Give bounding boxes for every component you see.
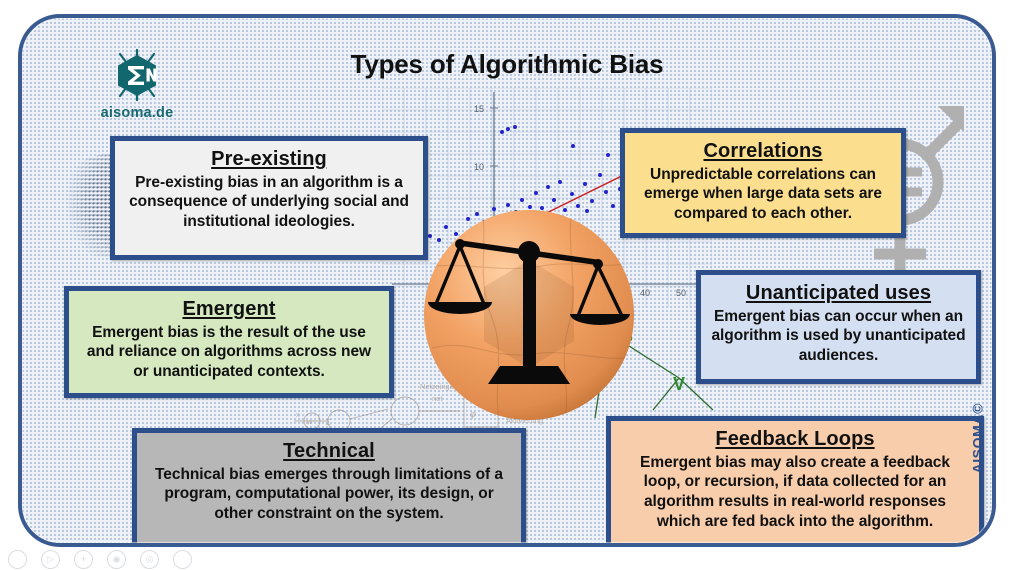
svg-text:10: 10 (532, 288, 542, 298)
svg-text:5: 5 (482, 220, 487, 230)
svg-text:NP: NP (581, 373, 605, 392)
aisoma-copyright-watermark: AISOMA© (970, 403, 986, 474)
svg-text:w: w (307, 419, 313, 426)
card-body: Unpredictable correlations can emerge wh… (644, 165, 882, 222)
blank-icon (173, 550, 192, 569)
svg-text:10: 10 (474, 162, 484, 172)
play-icon: ▷ (41, 550, 60, 569)
card-body: Emergent bias is the result of the use a… (86, 323, 372, 380)
svg-text:V: V (673, 374, 685, 394)
svg-text:Netzeingabe: Netzeingabe (420, 382, 462, 391)
svg-text:S: S (621, 326, 633, 346)
card-heading: Emergent (182, 298, 276, 320)
card-heading: Technical (283, 440, 375, 462)
svg-text:30: 30 (604, 288, 614, 298)
card-pre-existing[interactable]: Pre-existing Pre-existing bias in an alg… (110, 136, 428, 260)
svg-text:φ: φ (470, 409, 476, 419)
card-heading: Unanticipated uses (745, 282, 932, 304)
card-body: Technical bias emerges through limitatio… (155, 465, 503, 522)
svg-text:Aktivierung: Aktivierung (506, 416, 543, 425)
card-body: Pre-existing bias in an algorithm is a c… (129, 173, 409, 230)
card-body: Emergent bias may also create a feedback… (640, 453, 950, 530)
svg-text:Σ: Σ (326, 418, 331, 427)
svg-text:50: 50 (676, 288, 686, 298)
globe-icon: ◉ (107, 550, 126, 569)
footer-icon-strip: ▷ + ◉ ◎ (8, 550, 192, 569)
aisoma-hexagon-sigma-logo-icon (118, 48, 157, 102)
camera-icon: ◎ (140, 550, 159, 569)
brand-logo[interactable]: aisoma.de (87, 48, 187, 126)
balance-scales-on-orange-sphere-icon (424, 210, 634, 420)
card-heading: Correlations (703, 140, 823, 162)
main-panel: 15 10 5 -20 -10 10 20 30 40 50 (18, 14, 996, 547)
card-heading: Pre-existing (211, 148, 327, 170)
svg-text:net: net (432, 394, 443, 403)
card-unanticipated-uses[interactable]: Unanticipated uses Emergent bias can occ… (696, 270, 981, 384)
card-emergent[interactable]: Emergent Emergent bias is the result of … (64, 286, 394, 398)
card-feedback-loops[interactable]: Feedback Loops Emergent bias may also cr… (606, 416, 984, 543)
svg-text:-20: -20 (430, 288, 443, 298)
svg-text:20: 20 (568, 288, 578, 298)
card-body: Emergent bias can occur when an algorith… (711, 307, 966, 364)
card-technical[interactable]: Technical Technical bias emerges through… (132, 428, 526, 543)
svg-text:Aktivierungs-: Aktivierungs- (450, 376, 491, 383)
brand-wordmark: aisoma.de (100, 105, 174, 121)
svg-text:-10: -10 (462, 288, 475, 298)
svg-text:15: 15 (474, 104, 484, 114)
circle-icon (8, 550, 27, 569)
page-title: Types of Algorithmic Bias (350, 49, 664, 79)
svg-text:x: x (296, 412, 300, 419)
card-heading: Feedback Loops (715, 428, 875, 450)
svg-text:40: 40 (640, 288, 650, 298)
plus-icon: + (74, 550, 93, 569)
svg-text:o: o (540, 402, 544, 409)
svg-text:funktion: funktion (460, 384, 485, 391)
card-correlations[interactable]: Correlations Unpredictable correlations … (620, 128, 906, 238)
